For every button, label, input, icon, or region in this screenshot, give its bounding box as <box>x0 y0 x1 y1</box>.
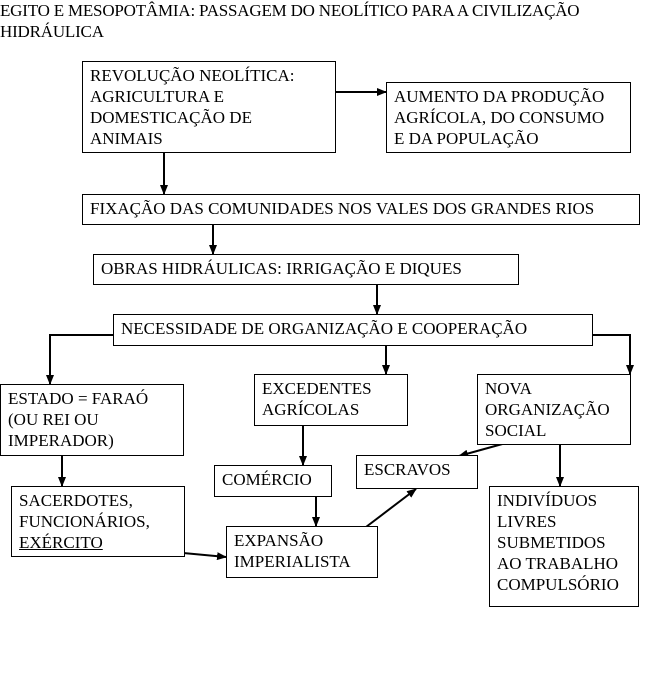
box-escravos: ESCRAVOS <box>356 455 478 489</box>
box-individuos-livres: INDIVÍDUOS LIVRES SUBMETIDOS AO TRABALHO… <box>489 486 639 607</box>
arrow-necessidade-nova <box>593 334 634 375</box>
box-text: SACERDOTES, <box>19 491 133 510</box>
box-text: IMPERADOR) <box>8 431 114 450</box>
box-text: REVOLUÇÃO NEOLÍTICA: <box>90 66 295 85</box>
box-obras-hidraulicas: OBRAS HIDRÁULICAS: IRRIGAÇÃO E DIQUES <box>93 254 519 285</box>
box-text: NOVA <box>485 379 532 398</box>
box-estado-farao: ESTADO = FARAÓ (OU REI OU IMPERADOR) <box>0 384 184 456</box>
box-text: AGRÍCOLA, DO CONSUMO <box>394 108 605 127</box>
title-line-1: EGITO E MESOPOTÂMIA: PASSAGEM DO NEOLÍTI… <box>0 1 580 20</box>
box-text: AO TRABALHO <box>497 554 619 573</box>
box-text: ANIMAIS <box>90 129 163 148</box>
diagram-title: EGITO E MESOPOTÂMIA: PASSAGEM DO NEOLÍTI… <box>0 0 646 42</box>
arrow-nova-escravos <box>458 442 507 458</box>
box-text: FUNCIONÁRIOS, <box>19 512 150 531</box>
box-text: E DA POPULAÇÃO <box>394 129 539 148</box>
box-text: IMPERIALISTA <box>234 552 351 571</box>
box-nova-organizacao-social: NOVA ORGANIZAÇÃO SOCIAL <box>477 374 631 445</box>
box-aumento-producao: AUMENTO DA PRODUÇÃO AGRÍCOLA, DO CONSUMO… <box>386 82 631 153</box>
box-necessidade-organizacao: NECESSIDADE DE ORGANIZAÇÃO E COOPERAÇÃO <box>113 314 593 346</box>
box-text: LIVRES <box>497 512 557 531</box>
box-text: SUBMETIDOS <box>497 533 606 552</box>
box-text: AGRÍCOLAS <box>262 400 360 419</box>
box-text: NECESSIDADE DE ORGANIZAÇÃO E COOPERAÇÃO <box>121 319 528 338</box>
box-revolucao-neolitica: REVOLUÇÃO NEOLÍTICA: AGRICULTURA E DOMES… <box>82 61 336 153</box>
box-comercio: COMÉRCIO <box>214 465 332 497</box>
box-text: EXCEDENTES <box>262 379 372 398</box>
box-text: EXÉRCITO <box>19 533 103 552</box>
title-line-2: HIDRÁULICA <box>0 22 104 41</box>
box-text: (OU REI OU <box>8 410 99 429</box>
box-expansao-imperialista: EXPANSÃO IMPERIALISTA <box>226 526 378 578</box>
box-text: ORGANIZAÇÃO <box>485 400 610 419</box>
box-text: COMÉRCIO <box>222 470 312 489</box>
arrow-necessidade-estado <box>46 334 113 385</box>
box-excedentes-agricolas: EXCEDENTES AGRÍCOLAS <box>254 374 408 426</box>
box-sacerdotes: SACERDOTES, FUNCIONÁRIOS, EXÉRCITO <box>11 486 185 557</box>
box-text: INDIVÍDUOS <box>497 491 598 510</box>
arrow-expansao-escravos <box>365 488 417 528</box>
box-text: SOCIAL <box>485 421 547 440</box>
box-text: COMPULSÓRIO <box>497 575 619 594</box>
box-text: OBRAS HIDRÁULICAS: IRRIGAÇÃO E DIQUES <box>101 259 462 278</box>
box-text: ESCRAVOS <box>364 460 451 479</box>
box-text: DOMESTICAÇÃO DE <box>90 108 252 127</box>
box-text: AGRICULTURA E <box>90 87 224 106</box>
box-text: EXPANSÃO <box>234 531 324 550</box>
box-text: AUMENTO DA PRODUÇÃO <box>394 87 605 106</box>
box-fixacao-comunidades: FIXAÇÃO DAS COMUNIDADES NOS VALES DOS GR… <box>82 194 640 225</box>
box-text: FIXAÇÃO DAS COMUNIDADES NOS VALES DOS GR… <box>90 199 595 218</box>
box-text: ESTADO = FARAÓ <box>8 389 149 408</box>
